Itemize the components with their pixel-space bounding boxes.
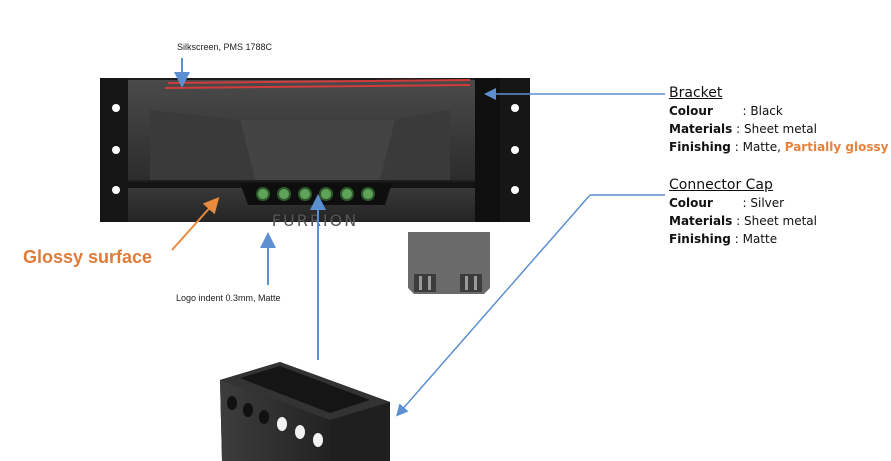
connector-cap-arrow — [396, 194, 591, 417]
bracket-finishing-label: Finishing — [669, 140, 731, 154]
bracket-colour-value: : Black — [742, 104, 783, 118]
bracket-materials-row: Materials : Sheet metal — [669, 120, 888, 138]
bracket-materials-label: Materials — [669, 122, 733, 136]
logo-indent-note: Logo indent 0.3mm, Matte — [176, 293, 281, 303]
cap-finishing-value: : Matte — [734, 232, 778, 246]
bracket-finishing-row: Finishing : Matte, Partially glossy — [669, 138, 888, 156]
connector-cap-part — [220, 362, 390, 461]
plug-module — [408, 232, 490, 294]
bracket-title: Bracket — [669, 85, 723, 101]
bracket-colour-label: Colour — [669, 104, 713, 118]
cap-finishing-row: Finishing : Matte — [669, 230, 817, 248]
cap-materials-label: Materials — [669, 214, 733, 228]
cap-materials-row: Materials : Sheet metal — [669, 212, 817, 230]
connector-cap-spec: Connector Cap Colour : Silver Materials … — [669, 176, 817, 248]
cap-finishing-label: Finishing — [669, 232, 731, 246]
connector-port — [240, 183, 392, 205]
bracket-materials-value: : Sheet metal — [736, 122, 817, 136]
glossy-arrow — [171, 197, 220, 251]
cap-colour-row: Colour : Silver — [669, 194, 817, 212]
bracket-colour-row: Colour : Black — [669, 102, 888, 120]
cap-colour-value: : Silver — [742, 196, 785, 210]
callout-arrows — [171, 58, 665, 417]
bracket-finishing-highlight: Partially glossy — [784, 140, 889, 154]
cap-materials-value: : Sheet metal — [736, 214, 817, 228]
bracket-housing — [100, 78, 530, 222]
silkscreen-stripes — [164, 79, 471, 89]
bracket-finishing-value: : Matte, — [734, 140, 781, 154]
connector-cap-title: Connector Cap — [669, 177, 773, 193]
device-logo: FURRION — [272, 211, 358, 230]
silkscreen-note: Silkscreen, PMS 1788C — [177, 42, 273, 52]
glossy-surface-label: Glossy surface — [23, 247, 153, 267]
bracket-spec: Bracket Colour : Black Materials : Sheet… — [669, 84, 888, 156]
cap-colour-label: Colour — [669, 196, 713, 210]
